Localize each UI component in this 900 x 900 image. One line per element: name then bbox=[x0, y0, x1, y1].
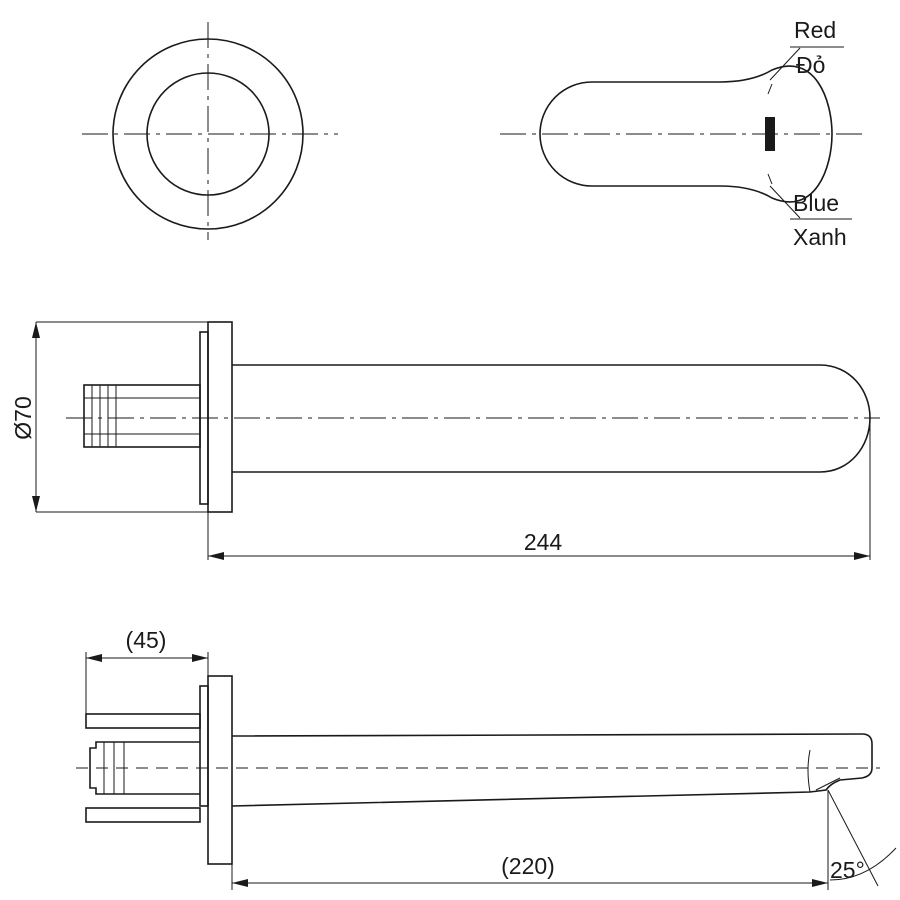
elevation-flange-back bbox=[199, 685, 209, 807]
connector-cylinder bbox=[83, 384, 201, 448]
arrowhead bbox=[32, 496, 40, 512]
top-view: Red Đỏ Blue Xanh bbox=[500, 17, 868, 250]
arrowhead bbox=[208, 552, 224, 560]
arrowhead bbox=[812, 879, 828, 887]
elevation-connector bbox=[89, 741, 200, 795]
front-view bbox=[82, 22, 338, 240]
hot-label-en: Red bbox=[794, 17, 836, 43]
projection-label: (220) bbox=[501, 853, 555, 879]
wall-flange-plate bbox=[207, 321, 233, 513]
angle-arc bbox=[829, 847, 897, 881]
flow-angle-line bbox=[827, 789, 879, 887]
cold-label-vi: Xanh bbox=[793, 224, 847, 250]
arrowhead bbox=[232, 879, 248, 887]
cold-indicator-mark bbox=[767, 173, 773, 185]
aerator-edge bbox=[807, 749, 811, 793]
aerator-lip bbox=[815, 777, 841, 791]
lower-mounting-bar bbox=[85, 807, 201, 823]
angle-label: 25° bbox=[830, 857, 865, 883]
arrowhead bbox=[86, 654, 102, 662]
hot-leader-line bbox=[769, 47, 801, 81]
hot-label-vi: Đỏ bbox=[796, 52, 825, 78]
elevation-flange-plate bbox=[207, 675, 233, 865]
length-label: 244 bbox=[524, 529, 563, 555]
cold-label-en: Blue bbox=[793, 190, 839, 216]
arrowhead bbox=[192, 654, 208, 662]
side-view-plan: Ø70 244 bbox=[10, 321, 880, 560]
spout-top-outline bbox=[539, 65, 833, 203]
arrowhead bbox=[854, 552, 870, 560]
arrowhead bbox=[32, 322, 40, 338]
elevation-spout-outline bbox=[231, 733, 873, 807]
brand-mark bbox=[765, 117, 775, 151]
depth-label: (45) bbox=[126, 627, 167, 653]
hot-indicator-mark bbox=[767, 83, 773, 95]
cold-leader-line bbox=[769, 185, 801, 219]
side-view-elevation: (45) (220) 25° bbox=[76, 627, 897, 890]
diameter-label: Ø70 bbox=[10, 396, 36, 439]
upper-mounting-bar bbox=[85, 713, 201, 729]
